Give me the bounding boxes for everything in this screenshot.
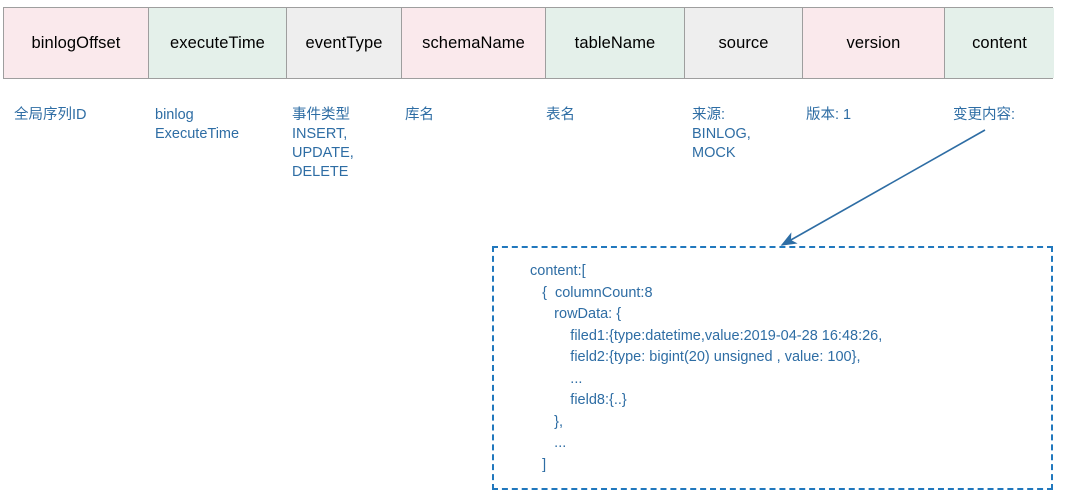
column-header-executetime: executeTime: [149, 8, 287, 78]
annotation-execute-time: binlog ExecuteTime: [155, 107, 240, 142]
annotation-binlog-offset: 全局序列ID: [14, 107, 87, 123]
column-header-binlogoffset: binlogOffset: [4, 8, 149, 78]
annotation-schema-name: 库名: [405, 107, 434, 123]
column-header-tablename: tableName: [546, 8, 685, 78]
column-header-eventtype: eventType: [287, 8, 402, 78]
annotation-table-name: 表名: [546, 107, 575, 123]
column-header-version: version: [803, 8, 945, 78]
content-json-text: content:[ { columnCount:8 rowData: { fil…: [530, 263, 883, 473]
column-header-source: source: [685, 8, 803, 78]
annotation-content: 变更内容:: [953, 107, 1016, 123]
content-detail-callout: content:[ { columnCount:8 rowData: { fil…: [492, 246, 1053, 490]
column-header-schemaname: schemaName: [402, 8, 546, 78]
callout-arrow-icon: [780, 129, 986, 246]
annotation-event-type: 事件类型 INSERT, UPDATE, DELETE: [292, 107, 354, 180]
column-header-content: content: [945, 8, 1054, 78]
annotation-source: 来源: BINLOG, MOCK: [692, 107, 751, 161]
annotation-version: 版本: 1: [806, 107, 852, 123]
